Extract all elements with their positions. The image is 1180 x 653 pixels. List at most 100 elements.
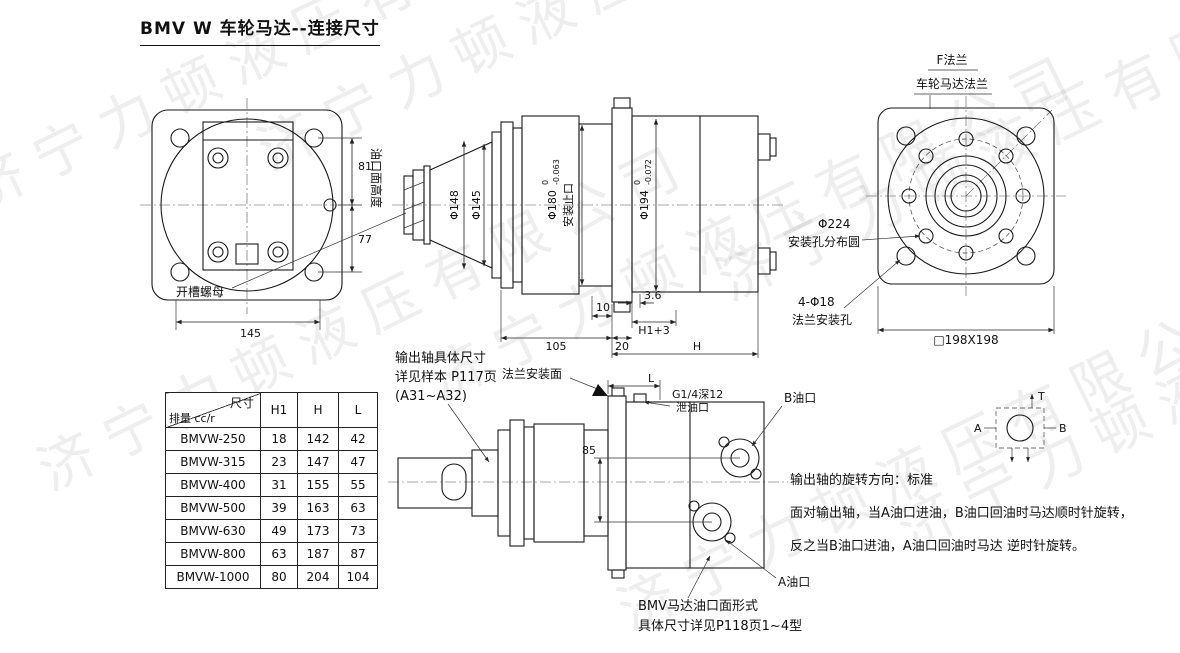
table-cell-model: BMVW-400 (165, 473, 261, 497)
table-cell-l: 55 (338, 473, 378, 497)
table-row: BMVW-400 31 155 55 (165, 473, 378, 497)
shaft-note-line3: (A31~A32) (395, 389, 467, 404)
port-view-drawing (388, 387, 788, 579)
table-cell-l: 104 (338, 565, 378, 589)
dia-194-label: Φ194 (638, 190, 651, 220)
dia-148-label: Φ148 (448, 190, 461, 220)
table-row: BMVW-500 39 163 63 (165, 496, 378, 520)
rotation-note-line1: 输出轴的旋转方向：标准 (790, 472, 933, 488)
table-cell-model: BMVW-630 (165, 519, 261, 543)
rotation-note-line3: 反之当B油口进油，A油口回油时马达 逆时针旋转。 (790, 538, 1085, 554)
dim-10-label: 10 (596, 301, 610, 314)
dim-85-label: 85 (582, 444, 596, 457)
dim-81-label: 81 (358, 160, 372, 173)
port-note: BMV马达油口面形式 具体尺寸详见P118页1~4型 (638, 555, 802, 634)
table-cell-h1: 39 (260, 496, 298, 520)
drain-port-label: G1/4深12 (672, 388, 723, 401)
table-cell-h: 147 (297, 450, 339, 474)
port-note-line2: 具体尺寸详见P118页1~4型 (638, 619, 802, 634)
table-cell-l: 73 (338, 519, 378, 543)
table-cell-h1: 63 (260, 542, 298, 566)
table-row: BMVW-630 49 173 73 (165, 519, 378, 543)
dim-l-label: L (648, 372, 655, 385)
table-cell-model: BMVW-250 (165, 427, 261, 451)
table-cell-model: BMVW-500 (165, 496, 261, 520)
table-cell-l: 87 (338, 542, 378, 566)
table-cell-h1: 80 (260, 565, 298, 589)
dia-194-tol-lower: -0.072 (644, 159, 653, 185)
table-cell-h: 204 (297, 565, 339, 589)
table-row: BMVW-800 63 187 87 (165, 542, 378, 566)
port-b-label: B油口 (784, 391, 816, 405)
dia-180-dim: Φ180 0 -0.063 (541, 159, 561, 220)
table-header-row: 尺寸 排量 cc/r H1 H L (165, 392, 378, 428)
flange-view-drawing (866, 96, 1066, 296)
table-row: BMVW-1000 80 204 104 (165, 565, 378, 589)
dim-77-label: 77 (358, 233, 372, 246)
dim-20-label: 20 (615, 340, 629, 353)
table-header-h: H (297, 392, 339, 428)
dia-145-label: Φ145 (470, 190, 483, 220)
table-cell-l: 63 (338, 496, 378, 520)
hydraulic-schematic: T A B (974, 390, 1067, 462)
table-cell-h1: 49 (260, 519, 298, 543)
shaft-note-line2: 详见样本 P117页 (395, 370, 497, 385)
table-cell-h: 163 (297, 496, 339, 520)
front-view-drawing (140, 98, 356, 314)
dia-180-tol-upper: 0 (541, 180, 550, 185)
dim-h1-plus-3-label: H1+3 (638, 324, 670, 337)
table-cell-model: BMVW-315 (165, 450, 261, 474)
dim-3-6-label: 3.6 (644, 289, 662, 302)
table-cell-l: 42 (338, 427, 378, 451)
table-cell-h: 155 (297, 473, 339, 497)
table-cell-h: 142 (297, 427, 339, 451)
table-cell-h1: 23 (260, 450, 298, 474)
table-cell-h1: 18 (260, 427, 298, 451)
oil-port-height-label: 油口面高度 (369, 148, 384, 208)
rotation-note-line2: 面对输出轴，当A油口进油，B油口回油时马达顺时针旋转， (790, 505, 1133, 521)
dia-194-tol-upper: 0 (633, 180, 642, 185)
table-header-displacement: 排量 cc/r (169, 412, 215, 425)
table-row: BMVW-250 18 142 42 (165, 427, 378, 451)
dia-224-label: Φ224 (818, 217, 850, 231)
port-a-label: A油口 (778, 575, 810, 589)
shaft-note: 输出轴具体尺寸 详见样本 P117页 (A31~A32) (395, 350, 497, 463)
dim-145-label: 145 (240, 327, 261, 340)
table-header-size: 尺寸 (229, 396, 254, 410)
dim-h-label: H (693, 340, 701, 353)
side-view-dimensions: Φ148 Φ145 Φ180 0 -0.063 安装止口 Φ194 0 -0.0… (448, 119, 759, 358)
table-cell-model: BMVW-800 (165, 542, 261, 566)
mounting-spigot-label: 安装止口 (561, 183, 575, 227)
table-cell-h: 187 (297, 542, 339, 566)
table-header-diagonal-cell: 尺寸 排量 cc/r (165, 392, 261, 428)
table-header-l: L (338, 392, 378, 428)
side-view-drawing (392, 97, 784, 313)
page-title: BMV W 车轮马达--连接尺寸 (140, 14, 380, 46)
flange-mounting-holes-label: 法兰安装孔 (792, 312, 852, 327)
dimension-table: 尺寸 排量 cc/r H1 H L BMVW-250 18 142 42 BMV… (165, 392, 378, 589)
table-cell-h1: 31 (260, 473, 298, 497)
table-cell-model: BMVW-1000 (165, 565, 261, 589)
schematic-port-a-label: A (974, 422, 982, 435)
shaft-note-line1: 输出轴具体尺寸 (395, 350, 486, 366)
schematic-port-t-label: T (1037, 390, 1045, 403)
port-view-dimensions: 法兰安装面 L G1/4深12 泄油口 85 B油口 A油口 (502, 366, 816, 589)
port-note-line1: BMV马达油口面形式 (638, 599, 758, 614)
table-cell-h: 173 (297, 519, 339, 543)
table-header-h1: H1 (260, 392, 298, 428)
table-cell-l: 47 (338, 450, 378, 474)
rotation-note: 输出轴的旋转方向：标准 面对输出轴，当A油口进油，B油口回油时马达顺时针旋转， … (790, 472, 1133, 554)
dia-180-label: Φ180 (546, 190, 559, 220)
dim-105-label: 105 (546, 340, 567, 353)
table-row: BMVW-315 23 147 47 (165, 450, 378, 474)
square-198-label: □198X198 (933, 333, 998, 347)
dia-180-tol-lower: -0.063 (552, 159, 561, 185)
dia-194-dim: Φ194 0 -0.072 (633, 159, 653, 220)
wheel-motor-flange-label: 车轮马达法兰 (916, 76, 988, 91)
f-flange-label: F法兰 (937, 53, 968, 67)
holes-4-dia-18-label: 4-Φ18 (798, 295, 835, 309)
flange-face-label: 法兰安装面 (502, 366, 562, 381)
flange-view-labels: F法兰 车轮马达法兰 Φ224 安装孔分布圆 4-Φ18 法兰安装孔 □198X… (788, 53, 1055, 347)
